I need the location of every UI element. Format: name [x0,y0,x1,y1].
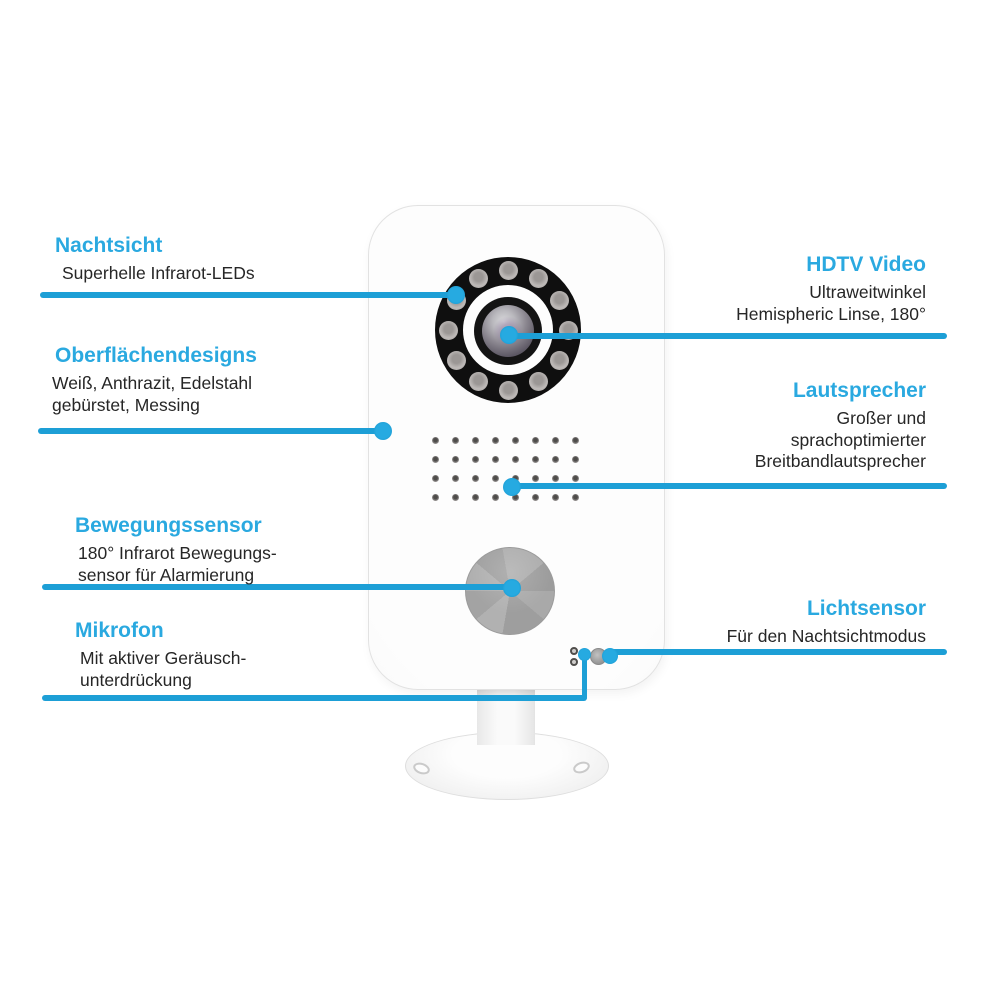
speaker-hole [571,493,579,501]
callout-line-mikrofon-horizontal [42,695,587,701]
callout-dot-nachtsicht [447,286,465,304]
callout-dot-lautsprecher [503,478,521,496]
feature-desc-line: Breitbandlautsprecher [754,451,926,471]
speaker-hole [471,455,479,463]
callout-dot-lichtsensor [602,648,618,664]
speaker-hole [451,455,459,463]
feature-lichtsensor: Lichtsensor Für den Nachtsichtmodus [727,595,926,648]
speaker-hole [491,436,499,444]
feature-oberflaechendesigns: Oberflächendesigns Weiß, Anthrazit, Edel… [52,342,257,416]
speaker-hole [531,474,539,482]
callout-line-lautsprecher [512,483,947,489]
feature-bewegungssensor: Bewegungssensor 180° Infrarot Bewegungs-… [75,512,277,586]
speaker-hole [531,493,539,501]
feature-desc-line: unterdrückung [80,669,192,690]
feature-title: Lichtsensor [806,597,926,620]
feature-desc-line: Ultraweitwinkel [809,282,926,302]
feature-nachtsicht: Nachtsicht Superhelle Infrarot-LEDs [55,232,255,285]
speaker-hole [531,436,539,444]
speaker-hole [491,455,499,463]
callout-dot-bewegungssensor [503,579,521,597]
feature-desc-line: Superhelle Infrarot-LEDs [62,263,255,283]
speaker-hole [431,436,439,444]
speaker-hole [571,436,579,444]
callout-line-hdtv-video [509,333,947,339]
ir-led [528,372,548,392]
ir-led [468,372,488,392]
feature-desc-line: gebürstet, Messing [52,394,200,415]
ir-led [550,350,570,370]
speaker-hole [471,474,479,482]
callout-line-mikrofon-vertical [581,652,587,700]
ir-led [468,268,488,288]
feature-desc-line: Großer und [836,408,926,428]
feature-title: Lautsprecher [792,379,926,402]
feature-title: Mikrofon [75,619,164,642]
callout-line-nachtsicht [40,292,460,298]
speaker-hole [511,436,519,444]
callout-dot-oberflaechendesigns [374,422,392,440]
speaker-hole [511,493,519,501]
callout-dot-mikrofon [578,648,591,661]
microphone-hole [570,658,578,666]
speaker-hole [551,493,559,501]
feature-desc-line: Hemispheric Linse, 180° [736,303,926,324]
feature-desc-line: sprachoptimierter [790,429,926,450]
speaker-hole [551,436,559,444]
speaker-hole [431,455,439,463]
feature-title: Oberflächendesigns [55,344,257,367]
callout-line-lichtsensor [608,649,947,655]
feature-title: Bewegungssensor [75,514,262,537]
speaker-hole [571,474,579,482]
ir-led [528,268,548,288]
ir-led [550,290,570,310]
speaker-hole [551,455,559,463]
feature-desc-line: Mit aktiver Geräusch- [80,648,247,668]
speaker-hole [431,493,439,501]
speaker-hole [531,455,539,463]
feature-desc-line: Weiß, Anthrazit, Edelstahl [52,373,253,393]
ir-led [438,320,458,340]
feature-desc-line: 180° Infrarot Bewegungs- [78,543,277,563]
feature-desc-line: Für den Nachtsichtmodus [726,626,926,646]
speaker-hole [491,474,499,482]
speaker-hole [451,436,459,444]
speaker-hole [451,474,459,482]
ir-led [498,380,518,400]
feature-hdtv-video: HDTV Video Ultraweitwinkel Hemispheric L… [736,251,926,325]
speaker-hole [431,474,439,482]
speaker-hole [571,455,579,463]
feature-desc-line: sensor für Alarmierung [78,564,255,585]
feature-title: Nachtsicht [55,234,163,257]
speaker-hole [451,493,459,501]
callout-line-bewegungssensor [42,584,516,590]
ir-led [446,350,466,370]
speaker-hole [471,436,479,444]
callout-line-oberflaechendesigns [38,428,388,434]
microphone-hole [570,647,578,655]
speaker-hole [471,493,479,501]
speaker-hole [491,493,499,501]
callout-dot-hdtv-video [500,326,518,344]
feature-lautsprecher: Lautsprecher Großer und sprachoptimierte… [755,377,926,473]
speaker-hole [551,474,559,482]
ir-led [498,260,518,280]
speaker-hole [511,455,519,463]
feature-title: HDTV Video [806,253,926,276]
feature-mikrofon: Mikrofon Mit aktiver Geräusch- unterdrüc… [75,617,246,691]
